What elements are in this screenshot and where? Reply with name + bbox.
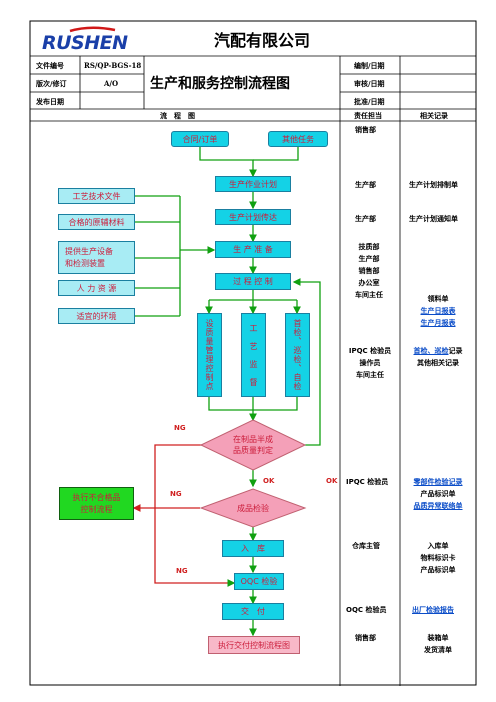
nonconform-box: 执行不合格品 控制流程 xyxy=(59,487,134,520)
other-task-box: 其他任务 xyxy=(268,131,328,147)
col-flow-title: 流 程 图 xyxy=(160,112,195,120)
record-r5-1b: 记录 xyxy=(448,347,463,355)
owner-r7: 仓库主管 xyxy=(352,542,380,550)
quality-control-points-label: 设质量管理控制点 xyxy=(205,319,214,391)
owner-r8: OQC 检验员 xyxy=(346,606,387,614)
owner-r1: 销售部 xyxy=(355,126,376,134)
record-r6: 零部件检验记录 产品标识单 品质异常联络单 xyxy=(404,476,472,512)
doc-no-label: 文件编号 xyxy=(36,62,64,70)
human-resource-box: 人 力 资 源 xyxy=(58,280,135,296)
owner-r4-4: 办公室 xyxy=(358,279,380,287)
inspection-box: 首检、巡检、自检 xyxy=(285,313,310,397)
craft-supervision-box: 工 艺 监 督 xyxy=(241,313,266,397)
equipment-line1: 提供生产设备 xyxy=(65,246,113,256)
owner-r3: 生产部 xyxy=(355,215,376,223)
owner-r9: 销售部 xyxy=(355,634,376,642)
wip-judge-line2: 品质量判定 xyxy=(233,446,273,455)
ng-label-2: NG xyxy=(170,490,182,498)
equipment-line2: 和检测装置 xyxy=(65,258,105,268)
owner-r4: 技质部 生产部 销售部 办公室 车间主任 xyxy=(349,241,389,301)
wip-judge-text: 在制品半成 品质量判定 xyxy=(218,434,288,456)
owner-r5-1: IPQC 检验员 xyxy=(348,347,392,355)
oqc-box: OQC 检验 xyxy=(234,573,284,590)
record-r3: 生产计划通知单 xyxy=(409,215,458,223)
storage-box: 入 库 xyxy=(222,540,284,557)
record-r4-1: 领料单 xyxy=(427,295,449,303)
record-r7-1: 入库单 xyxy=(427,542,449,550)
ng-label-3: NG xyxy=(176,567,188,575)
finished-check-diamond xyxy=(199,488,307,528)
owner-r5: IPQC 检验员 操作员 车间主任 xyxy=(343,345,397,381)
col-owner-title: 责任担当 xyxy=(354,112,382,120)
approved-label: 批准/日期 xyxy=(354,98,385,106)
record-r5: 首检、巡检记录 其他相关记录 xyxy=(404,345,472,369)
logo-text: RUSHEN xyxy=(42,32,128,54)
reviewed-label: 审核/日期 xyxy=(354,80,385,88)
owner-r4-5: 车间主任 xyxy=(355,291,383,299)
equipment-box: 提供生产设备 和检测装置 xyxy=(58,241,135,274)
record-r2: 生产计划排制单 xyxy=(409,181,458,189)
record-r8[interactable]: 出厂检验报告 xyxy=(412,606,454,614)
owner-r4-2: 生产部 xyxy=(358,255,380,263)
contract-order-box: 合同/订单 xyxy=(171,131,229,147)
quality-control-points-box: 设质量管理控制点 xyxy=(197,313,222,397)
company-name: 汽配有限公司 xyxy=(214,31,311,50)
owner-r5-3: 车间主任 xyxy=(356,371,384,379)
owner-r4-1: 技质部 xyxy=(358,243,380,251)
record-r5-1: 首检、巡检记录 xyxy=(404,345,472,357)
ok-label-2: OK xyxy=(326,477,338,485)
company-logo: RUSHEN xyxy=(40,26,132,54)
raw-material-box: 合格的原辅材料 xyxy=(58,214,135,230)
version-label: 版次/修订 xyxy=(36,80,67,88)
record-r5-1a[interactable]: 首检、巡检 xyxy=(413,347,449,355)
owner-r5-2: 操作员 xyxy=(359,359,381,367)
record-r9-1: 装箱单 xyxy=(427,634,449,642)
owner-r2: 生产部 xyxy=(355,181,376,189)
finished-check-text: 成品检验 xyxy=(237,504,269,513)
wip-judge-line1: 在制品半成 xyxy=(233,435,273,444)
production-prepare-box: 生 产 准 备 xyxy=(215,241,291,258)
record-r9: 装箱单 发货清单 xyxy=(404,632,472,656)
release-label: 发布日期 xyxy=(36,98,64,106)
tech-docs-box: 工艺技术文件 xyxy=(58,188,135,204)
record-r7-3: 产品标识单 xyxy=(420,566,456,574)
ng-label-1: NG xyxy=(174,424,186,432)
record-r4-2[interactable]: 生产日报表 xyxy=(420,307,456,315)
process-control-box: 过 程 控 制 xyxy=(215,273,291,290)
prepared-label: 编制/日期 xyxy=(354,62,385,70)
nonconform-line1: 执行不合格品 xyxy=(72,492,121,502)
logo-swoosh-icon xyxy=(69,26,116,33)
record-r7: 入库单 物料标识卡 产品标识单 xyxy=(404,540,472,576)
craft-supervision-label: 工 艺 监 督 xyxy=(249,323,258,387)
delivery-procedure-box: 执行交付控制流程图 xyxy=(208,636,300,654)
delivery-box: 交 付 xyxy=(222,603,284,620)
ok-label-1: OK xyxy=(263,477,275,485)
nonconform-line2: 控制流程 xyxy=(80,504,113,514)
record-r6-1[interactable]: 零部件检验记录 xyxy=(413,478,463,486)
record-r4-3[interactable]: 生产月报表 xyxy=(420,319,456,327)
inspection-label: 首检、巡检、自检 xyxy=(293,319,302,391)
plan-notice-box: 生产计划传达 xyxy=(215,209,291,225)
doc-no-value: RS/QP-BGS-18 xyxy=(84,61,142,70)
production-plan-box: 生产作业计划 xyxy=(215,176,291,192)
record-r5-2: 其他相关记录 xyxy=(417,359,459,367)
col-records-title: 相关记录 xyxy=(420,112,448,120)
record-r7-2: 物料标识卡 xyxy=(420,554,456,562)
doc-title: 生产和服务控制流程图 xyxy=(150,76,290,92)
record-r6-3[interactable]: 品质异常联络单 xyxy=(413,502,463,510)
wip-judge-diamond xyxy=(199,419,307,471)
record-r6-2: 产品标识单 xyxy=(420,490,456,498)
owner-r6: IPQC 检验员 xyxy=(346,478,389,486)
owner-r4-3: 销售部 xyxy=(358,267,380,275)
version-value: A/O xyxy=(104,79,119,88)
record-r4: 领料单 生产日报表 生产月报表 xyxy=(404,293,472,329)
record-r9-2: 发货清单 xyxy=(424,646,452,654)
environment-box: 适宜的环境 xyxy=(58,308,135,324)
